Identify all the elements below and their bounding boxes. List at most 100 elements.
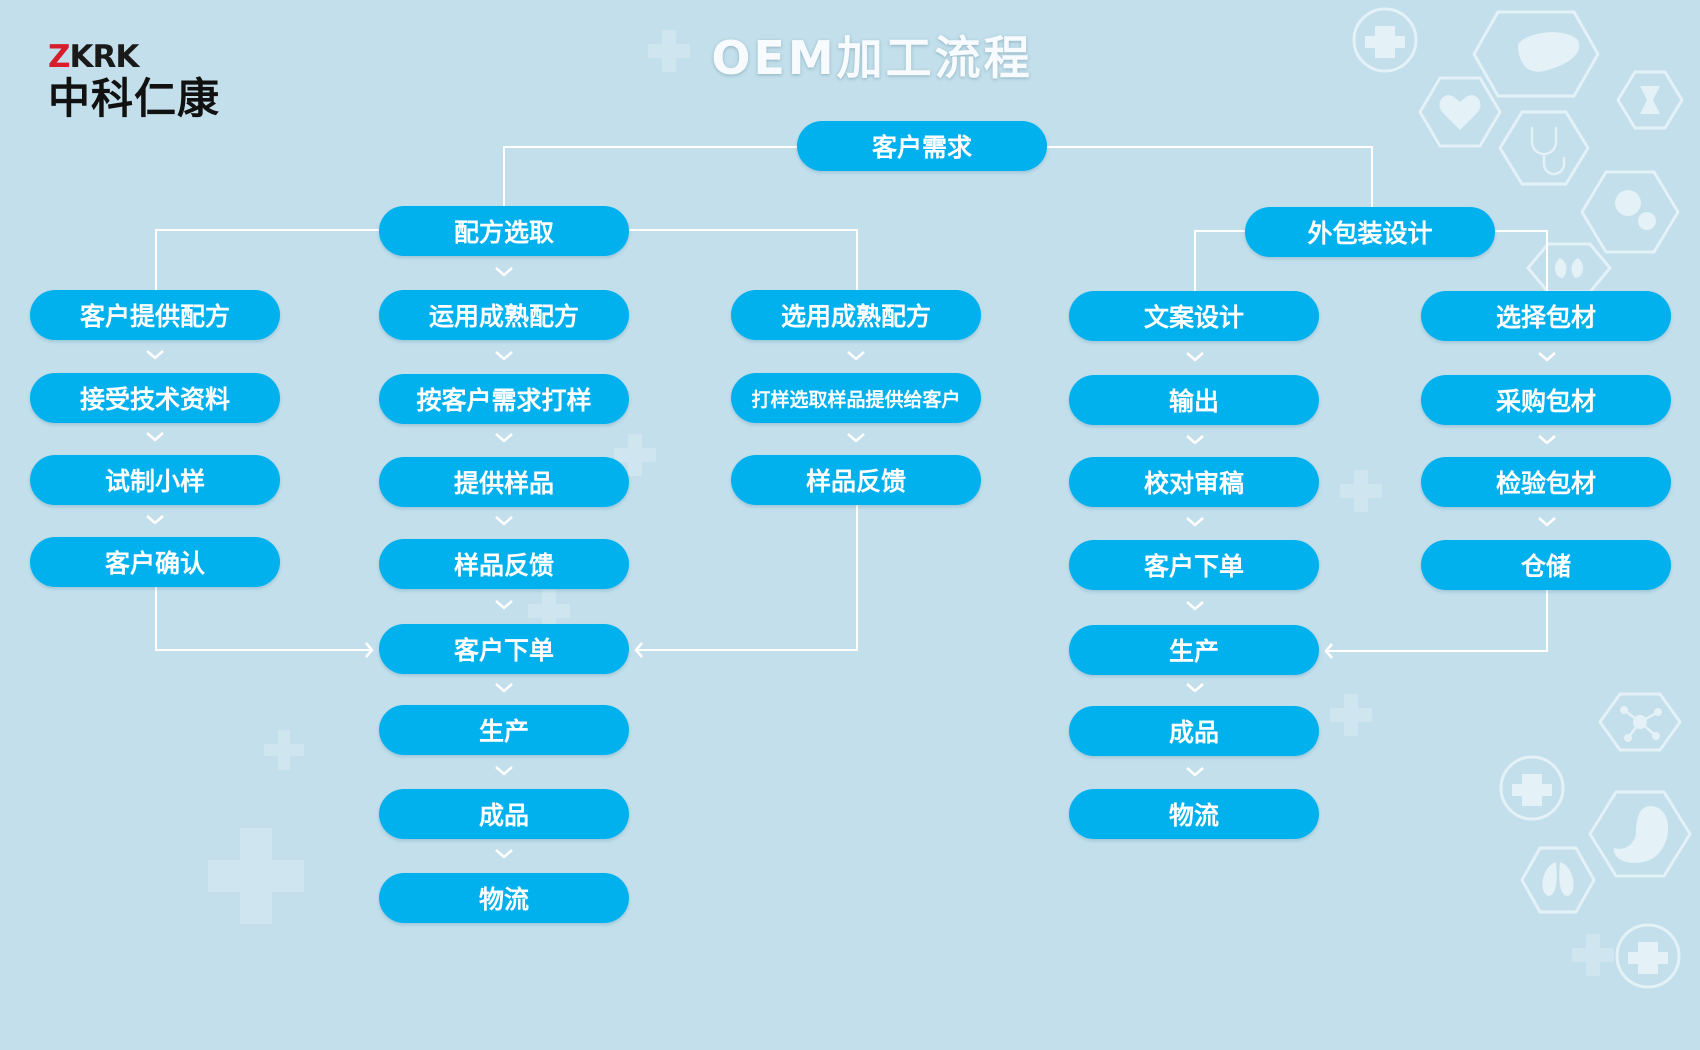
stethoscope-icon (1530, 126, 1566, 176)
connector-package-to-material-column (1495, 230, 1548, 291)
chevron-down-icon (1538, 352, 1556, 362)
arrow-left-icon (1324, 643, 1333, 659)
lungs-icon (1542, 862, 1574, 896)
node-formula-logistics: 物流 (379, 873, 629, 923)
node-customer-formula-3: 试制小样 (30, 455, 280, 505)
node-formula-product: 成品 (379, 789, 629, 839)
molecule-icon (1622, 708, 1660, 740)
chevron-down-icon (847, 433, 865, 443)
hexagon-frame-stomach (1588, 790, 1692, 878)
node-package-design: 外包装设计 (1245, 207, 1495, 257)
hexagon-frame-cells (1580, 170, 1680, 254)
chevron-down-icon (1186, 767, 1204, 777)
node-mature-use-1: 运用成熟配方 (379, 290, 629, 340)
chevron-down-icon (495, 433, 513, 443)
node-copy-design-1: 文案设计 (1069, 291, 1319, 341)
node-mature-select-2: 打样选取样品提供给客户 (731, 373, 981, 423)
node-formula-select: 配方选取 (379, 206, 629, 256)
chevron-down-icon (146, 515, 164, 525)
cells-icon (1638, 212, 1656, 230)
page-title: OEM加工流程 (711, 31, 1033, 85)
hexagon-frame-heart (1418, 76, 1502, 148)
node-copy-design-2: 输出 (1069, 375, 1319, 425)
node-copy-design-4: 客户下单 (1069, 540, 1319, 590)
connector-formula-to-select-column (629, 229, 858, 290)
chevron-down-icon (495, 683, 513, 693)
chevron-down-icon (847, 351, 865, 361)
heart-icon (1439, 95, 1481, 130)
liver-icon (1518, 32, 1580, 72)
node-mature-use-2: 按客户需求打样 (379, 374, 629, 424)
node-material-1: 选择包材 (1421, 291, 1671, 341)
hexagon-frame-stethoscope (1498, 110, 1590, 186)
node-formula-order: 客户下单 (379, 624, 629, 674)
cells-icon (1615, 190, 1641, 216)
plus-circle-right (1499, 755, 1565, 821)
chevron-down-icon (146, 432, 164, 442)
logo-name: 中科仁康 (48, 74, 221, 123)
logo-mark-rest: KRK (69, 39, 139, 75)
plus-circle-bottom (1615, 923, 1681, 989)
chevron-down-icon (495, 267, 513, 277)
hexagon-frame-molecule (1598, 692, 1682, 752)
chevron-down-icon (1186, 517, 1204, 527)
plus-icon (648, 30, 690, 72)
plus-icon (528, 590, 570, 632)
connector-root-to-formula (503, 146, 797, 206)
connector-root-to-package (1047, 146, 1373, 207)
arrow-right-icon (365, 642, 374, 658)
node-customer-formula-4: 客户确认 (30, 537, 280, 587)
plus-icon (1572, 934, 1614, 976)
node-copy-design-5: 生产 (1069, 625, 1319, 675)
hourglass-icon (1640, 86, 1660, 114)
plus-circle-top (1352, 7, 1418, 73)
chevron-down-icon (495, 600, 513, 610)
node-copy-design-3: 校对审稿 (1069, 457, 1319, 507)
node-customer-formula-2: 接受技术资料 (30, 373, 280, 423)
arrow-left-icon (634, 642, 643, 658)
connector-formula-to-customer-column (155, 229, 379, 290)
kidney-icon (1554, 258, 1584, 278)
company-logo: ZKRK 中科仁康 (48, 40, 220, 124)
plus-icon (1628, 942, 1668, 974)
chevron-down-icon (146, 350, 164, 360)
plus-icon (1330, 694, 1372, 736)
node-mature-use-3: 提供样品 (379, 457, 629, 507)
chevron-down-icon (495, 516, 513, 526)
node-mature-use-4: 样品反馈 (379, 539, 629, 589)
plus-icon (614, 434, 656, 476)
logo-mark-z: Z (48, 39, 71, 75)
chevron-down-icon (1186, 683, 1204, 693)
chevron-down-icon (495, 766, 513, 776)
plus-icon (208, 828, 304, 924)
connector-customer-confirm-to-order (155, 587, 372, 651)
chevron-down-icon (1186, 352, 1204, 362)
stomach-icon (1613, 806, 1669, 863)
node-material-3: 检验包材 (1421, 457, 1671, 507)
node-mature-select-3: 样品反馈 (731, 455, 981, 505)
chevron-down-icon (1538, 435, 1556, 445)
plus-icon (1340, 470, 1382, 512)
connector-feedback-to-order (636, 505, 858, 651)
node-material-4: 仓储 (1421, 540, 1671, 590)
logo-mark: ZKRK (48, 40, 220, 74)
chevron-down-icon (1186, 601, 1204, 611)
chevron-down-icon (1186, 435, 1204, 445)
plus-icon (1512, 774, 1552, 806)
connector-package-to-copy-column (1194, 230, 1245, 291)
node-mature-select-1: 选用成熟配方 (731, 290, 981, 340)
node-customer-formula-1: 客户提供配方 (30, 290, 280, 340)
node-copy-design-7: 物流 (1069, 789, 1319, 839)
node-formula-production: 生产 (379, 705, 629, 755)
chevron-down-icon (495, 849, 513, 859)
node-material-2: 采购包材 (1421, 375, 1671, 425)
hexagon-frame-liver (1472, 10, 1600, 98)
plus-icon (264, 730, 304, 770)
chevron-down-icon (1538, 517, 1556, 527)
plus-icon (1365, 26, 1405, 58)
chevron-down-icon (495, 351, 513, 361)
connector-storage-to-production (1326, 590, 1548, 652)
